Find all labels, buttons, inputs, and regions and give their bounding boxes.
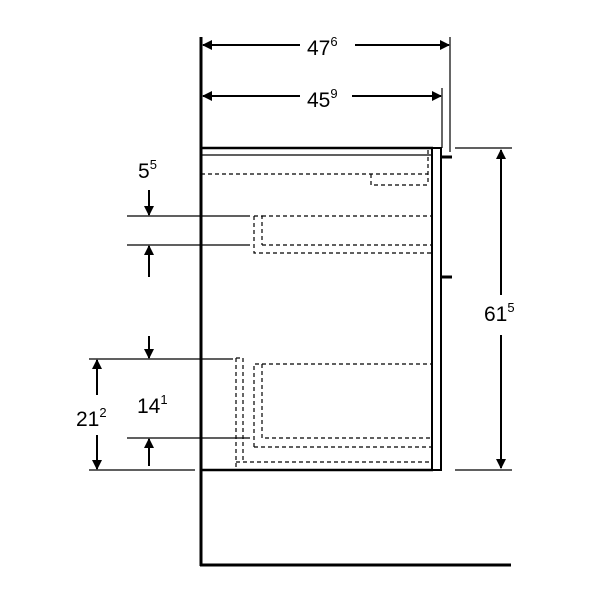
body-depth-label: 459 [307, 86, 338, 112]
dimension-labels: 476 459 55 615 212 141 [76, 34, 515, 431]
drawer-gap-label: 55 [138, 157, 157, 183]
bottom-offset-label: 212 [76, 405, 107, 431]
bottom-drawer-label: 141 [137, 392, 168, 418]
wall [199, 37, 511, 567]
height-label: 615 [484, 300, 515, 326]
hidden-drawers [201, 150, 432, 468]
overall-depth-label: 476 [307, 34, 338, 60]
cabinet-body [201, 146, 452, 472]
dimension-lines [89, 37, 512, 471]
